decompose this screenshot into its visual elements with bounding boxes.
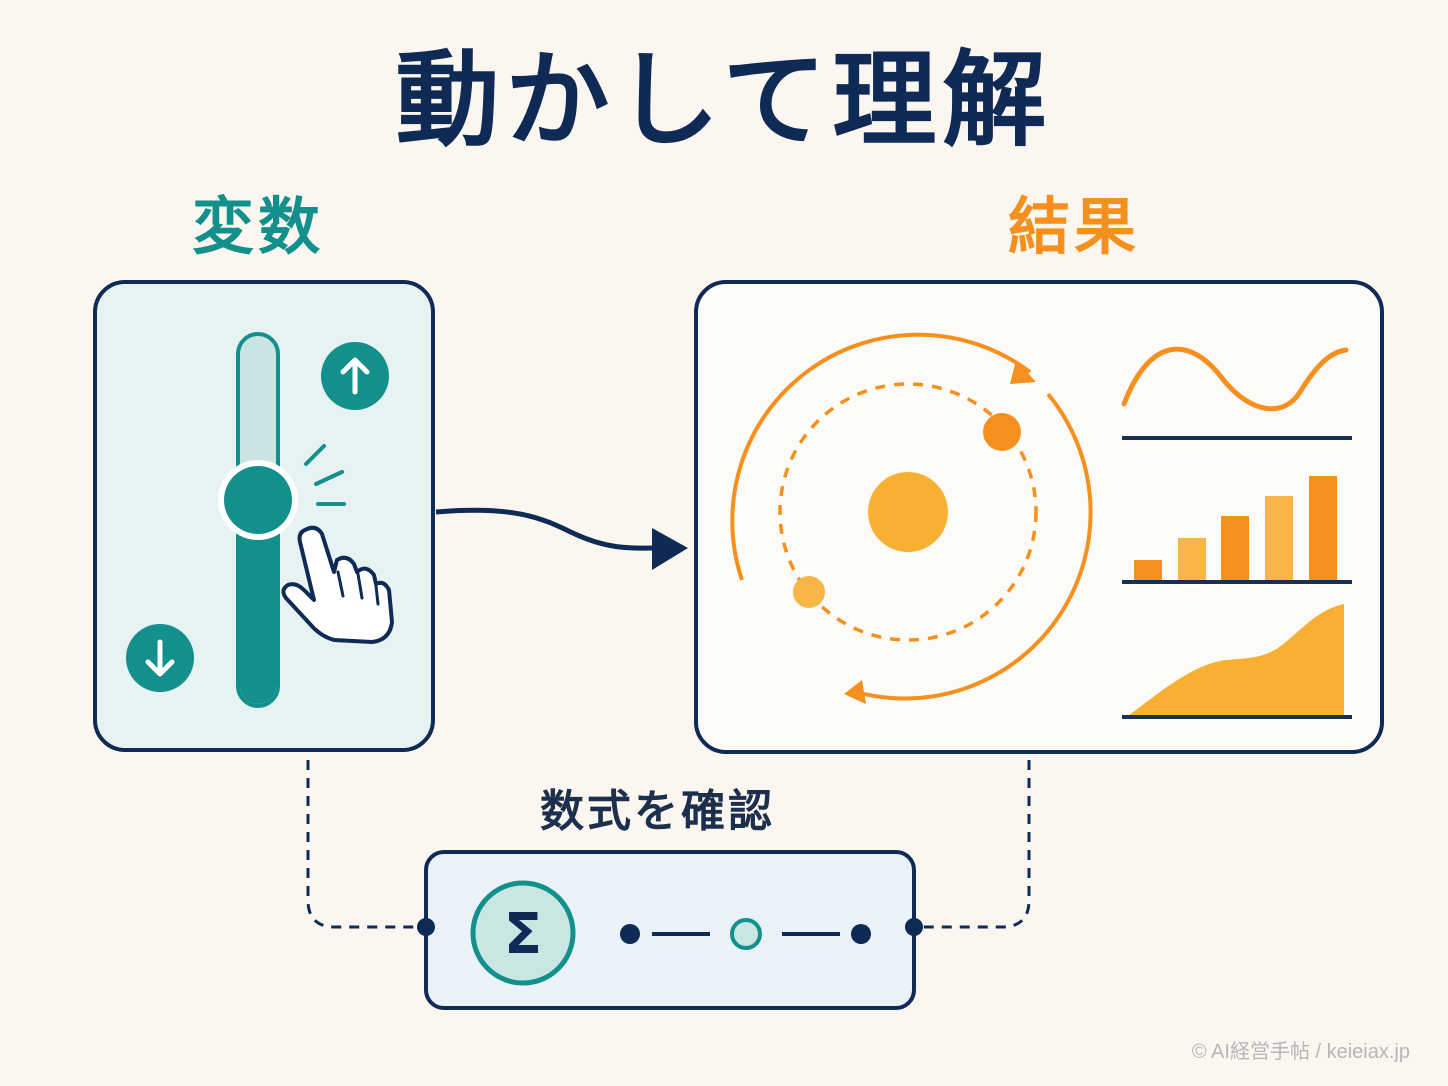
flow-arrow <box>435 507 666 551</box>
results-panel <box>694 280 1384 754</box>
outer-orbit-bottom <box>855 392 1093 701</box>
formula-connector-left <box>417 918 435 936</box>
formula-label: 数式を確認 <box>540 786 775 837</box>
credit-text: © AI経営手帖 / keieiax.jp <box>1191 1041 1410 1063</box>
dashed-connector-right <box>914 760 1031 929</box>
outer-orbit-bottom-arrowhead <box>844 680 866 704</box>
central-sun <box>868 472 948 552</box>
dashed-connector-left <box>306 760 425 929</box>
arrow-down-icon[interactable] <box>126 624 194 692</box>
area-graph <box>1128 604 1344 716</box>
outer-orbit-top-arrowhead <box>1010 360 1036 384</box>
slider-thumb-core <box>224 466 292 534</box>
formula-connector-right <box>905 918 923 936</box>
planet-light <box>793 576 825 608</box>
page-title: 動かして理解 <box>395 39 1053 161</box>
arrow-up-icon[interactable] <box>321 342 389 410</box>
bar-graph <box>1134 476 1337 582</box>
slider-fill <box>240 498 276 704</box>
pointer-hand-icon <box>281 525 394 644</box>
flow-arrowhead <box>652 528 688 570</box>
outer-orbit-top <box>730 332 1032 581</box>
click-spark-icon <box>304 444 346 506</box>
results-label: 結果 <box>1008 190 1141 263</box>
formula-node-chain <box>620 918 871 950</box>
wave-graph <box>1121 346 1349 412</box>
planet-dark <box>983 413 1021 451</box>
variables-label: 変数 <box>192 190 325 263</box>
sigma-symbol: Σ <box>504 902 542 967</box>
sigma-icon[interactable] <box>470 880 576 986</box>
inner-orbit <box>778 382 1038 642</box>
